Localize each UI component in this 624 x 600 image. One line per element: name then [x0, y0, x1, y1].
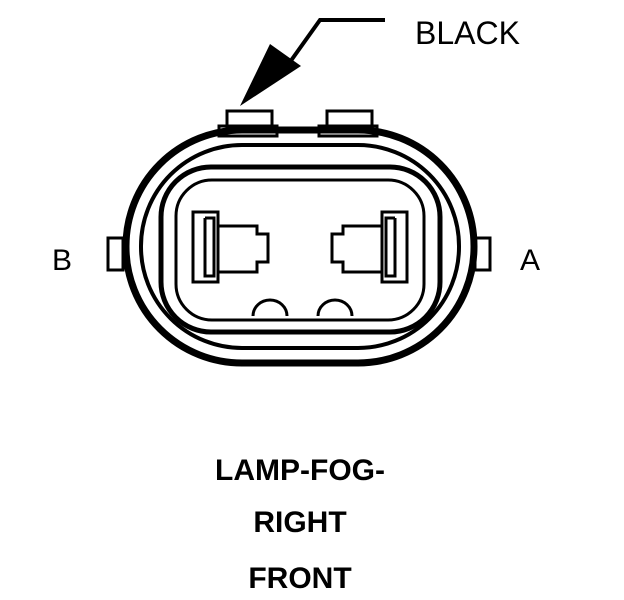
wire-color-leader	[240, 18, 385, 106]
title-line-1: LAMP-FOG-	[215, 454, 385, 487]
terminal-cavity-a	[330, 210, 409, 284]
left-side-nub	[106, 236, 125, 272]
terminal-cavity-b	[191, 210, 270, 284]
title-line-3: FRONT	[248, 562, 351, 595]
connector-housing	[122, 126, 478, 367]
leader-arrowhead	[240, 44, 301, 106]
pin-a-label: A	[520, 244, 540, 277]
keying-bumps	[251, 298, 354, 317]
wire-color-label: BLACK	[415, 15, 520, 51]
title-line-2: RIGHT	[253, 506, 346, 539]
pin-b-label: B	[52, 244, 72, 277]
component-title: LAMP-FOG- RIGHT FRONT	[215, 454, 385, 595]
